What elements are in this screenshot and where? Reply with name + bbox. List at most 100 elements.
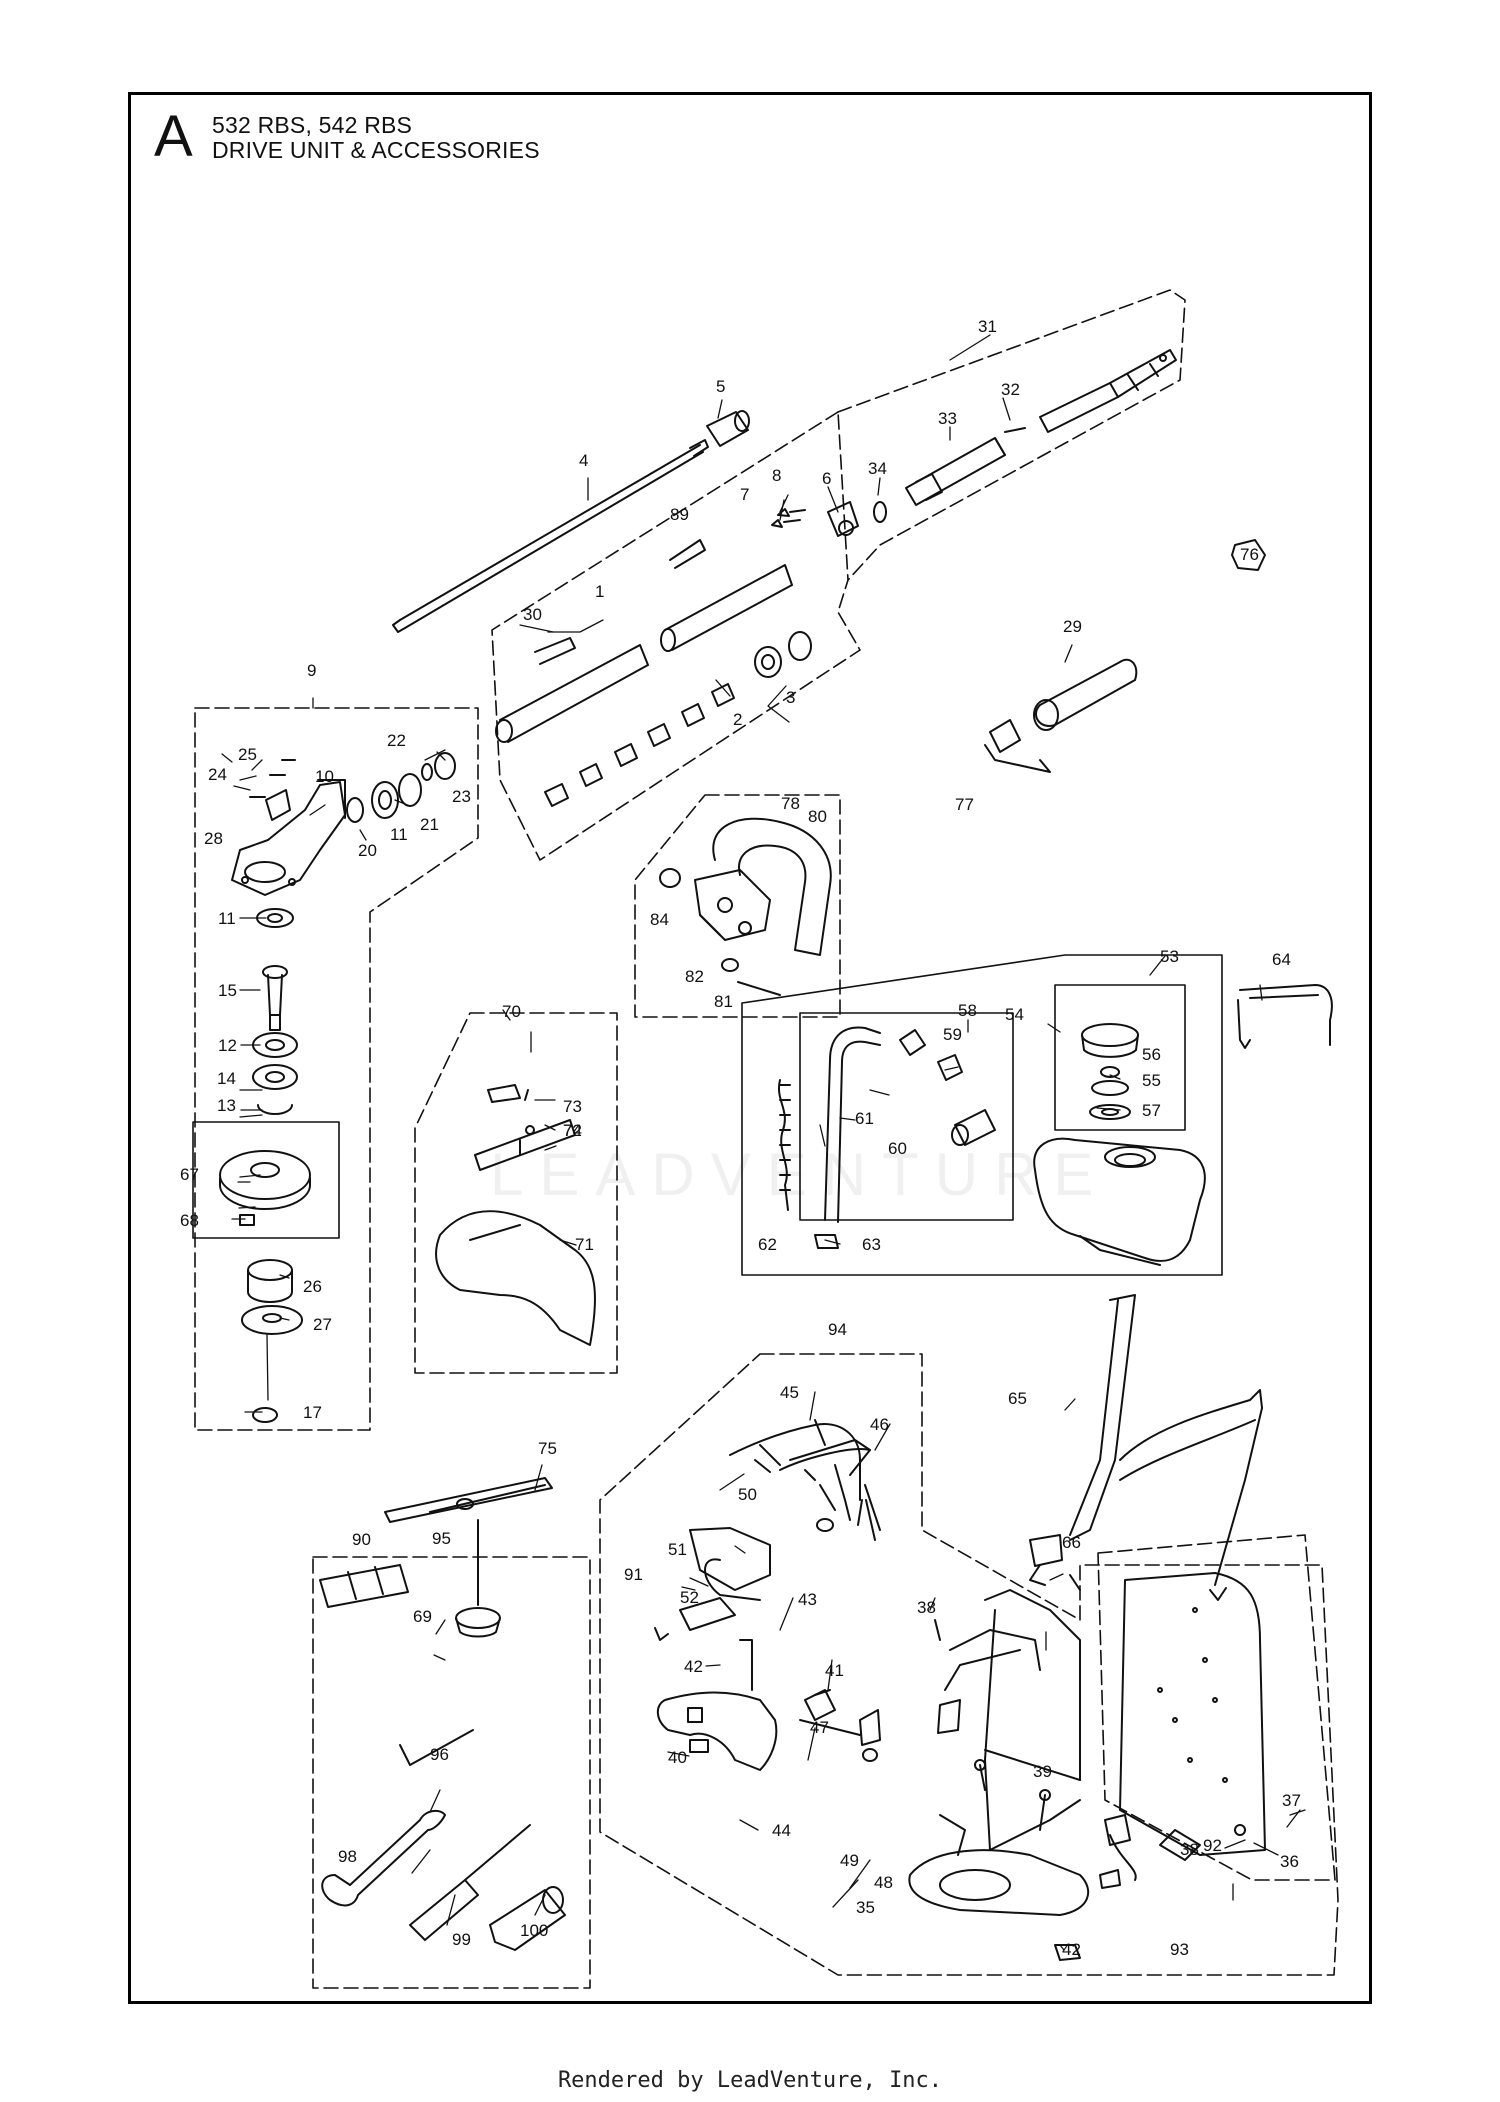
- callout-label: 46: [870, 1415, 889, 1434]
- callout-label: 13: [217, 1096, 236, 1115]
- callout-label: 38: [917, 1598, 936, 1617]
- callout-label: 55: [1142, 1071, 1161, 1090]
- callout-label: 98: [338, 1847, 357, 1866]
- callout-label: 70: [502, 1002, 521, 1021]
- callout-label: 93: [1170, 1940, 1189, 1959]
- callout-label: 60: [888, 1139, 907, 1158]
- callout-label: 43: [798, 1590, 817, 1609]
- callout-label: 61: [855, 1109, 874, 1128]
- throttle-cable-part: [799, 1689, 881, 1762]
- group-outline-shield-guard: [414, 1012, 618, 1374]
- callout-label: 4: [579, 451, 588, 470]
- callout-label: 37: [1282, 1791, 1301, 1810]
- callout-label: 11: [218, 909, 236, 928]
- callout-label: 62: [758, 1235, 777, 1254]
- tool-kit-parts: [321, 1729, 566, 1951]
- callout-label: 96: [430, 1745, 449, 1764]
- callout-label: 90: [352, 1530, 371, 1549]
- group-outline-shaft-tube: [491, 411, 861, 861]
- bearing-cover-part: [219, 1150, 311, 1226]
- callout-label: 82: [685, 967, 704, 986]
- callout-label: 42: [1062, 1940, 1081, 1959]
- callout-label: 30: [523, 605, 542, 624]
- callout-label: 45: [780, 1383, 799, 1402]
- callout-label: 5: [716, 377, 725, 396]
- callout-label: 66: [1062, 1533, 1081, 1552]
- gear-head-part: [231, 752, 456, 896]
- callout-label: 8: [772, 466, 781, 485]
- callout-label: 14: [217, 1069, 236, 1088]
- group-outline-bearing-set: [192, 1121, 340, 1239]
- callout-labels: 1 2 3 4 5 6 7 8 9 10 11 11 12 13 14 15 1…: [180, 317, 1301, 1959]
- group-outline-fuel-tank: [741, 954, 1223, 1276]
- callout-label: 56: [1142, 1045, 1161, 1064]
- callout-label: 17: [303, 1403, 322, 1422]
- callout-label: 65: [1008, 1389, 1027, 1408]
- callout-label: 57: [1142, 1101, 1161, 1120]
- callout-label: 10: [315, 767, 334, 786]
- callout-label: 27: [313, 1315, 332, 1334]
- callout-label: 2: [733, 710, 742, 729]
- callout-label: 74: [563, 1121, 582, 1140]
- callout-label: 11: [390, 825, 408, 844]
- callout-label: 77: [955, 795, 974, 814]
- blade-support-parts: [241, 1259, 303, 1423]
- group-outline-backpack-frame: [599, 1353, 1339, 1976]
- callout-label: 1: [595, 582, 604, 601]
- callout-label: 40: [668, 1748, 687, 1767]
- harness-strap-part: [1029, 1294, 1263, 1601]
- callout-label: 28: [204, 829, 223, 848]
- callout-label: 59: [943, 1025, 962, 1044]
- callout-label: 34: [868, 459, 887, 478]
- callout-label: 78: [781, 794, 800, 813]
- callout-label: 52: [680, 1588, 699, 1607]
- fuel-tank-part: [1033, 1137, 1206, 1266]
- callout-label: 32: [1001, 380, 1020, 399]
- callout-label: 51: [668, 1540, 687, 1559]
- model-numbers: 532 RBS, 542 RBS: [212, 112, 413, 138]
- callout-label: 35: [856, 1898, 875, 1917]
- harness-bracket-part: [654, 1597, 736, 1753]
- callout-label: 84: [650, 910, 669, 929]
- callout-label: 50: [738, 1485, 757, 1504]
- callout-label: 94: [828, 1320, 847, 1339]
- callout-label: 36: [1280, 1852, 1299, 1871]
- callout-label: 54: [1005, 1005, 1024, 1024]
- callout-label: 3: [786, 688, 795, 707]
- callout-label: 25: [238, 745, 257, 764]
- fuel-hose-part: [777, 1026, 996, 1249]
- callout-label: 58: [958, 1001, 977, 1020]
- wiring-harness-part: [729, 1419, 876, 1541]
- callout-label: 7: [740, 485, 749, 504]
- shaft-bushing-part: [706, 410, 750, 447]
- callout-label: 80: [808, 807, 827, 826]
- tank-strap-part: [1237, 984, 1333, 1049]
- callout-label: 69: [413, 1607, 432, 1626]
- group-outline-fuel-hose: [799, 1012, 1014, 1221]
- back-frame-part: [908, 1589, 1090, 1916]
- drive-shaft-part: [392, 439, 709, 633]
- group-outline-pad: [1097, 1534, 1336, 1881]
- engine-mount-part: [656, 1439, 881, 1771]
- callout-label: 73: [563, 1097, 582, 1116]
- callout-label: 89: [670, 505, 689, 524]
- callout-label: 33: [938, 409, 957, 428]
- callout-label: 68: [180, 1211, 199, 1230]
- drive-tube-assembly-part: [873, 349, 1177, 523]
- callout-label: 24: [208, 765, 227, 784]
- callout-label: 38: [1180, 1840, 1199, 1859]
- callout-label: 20: [358, 841, 377, 860]
- callout-label: 22: [387, 731, 406, 750]
- group-outline-handle-kit: [634, 794, 841, 1018]
- callout-label: 44: [772, 1821, 791, 1840]
- callout-label: 21: [420, 815, 439, 834]
- callout-label: 72: [563, 1121, 582, 1140]
- callout-label: 81: [714, 992, 733, 1011]
- footer-credit: Rendered by LeadVenture, Inc.: [557, 2068, 943, 2093]
- callout-label: 64: [1272, 950, 1291, 969]
- callout-label: 100: [520, 1921, 548, 1940]
- callout-label: 39: [1033, 1762, 1052, 1781]
- callout-label: 49: [840, 1851, 859, 1870]
- callout-label: 63: [862, 1235, 881, 1254]
- section-title: DRIVE UNIT & ACCESSORIES: [212, 137, 540, 163]
